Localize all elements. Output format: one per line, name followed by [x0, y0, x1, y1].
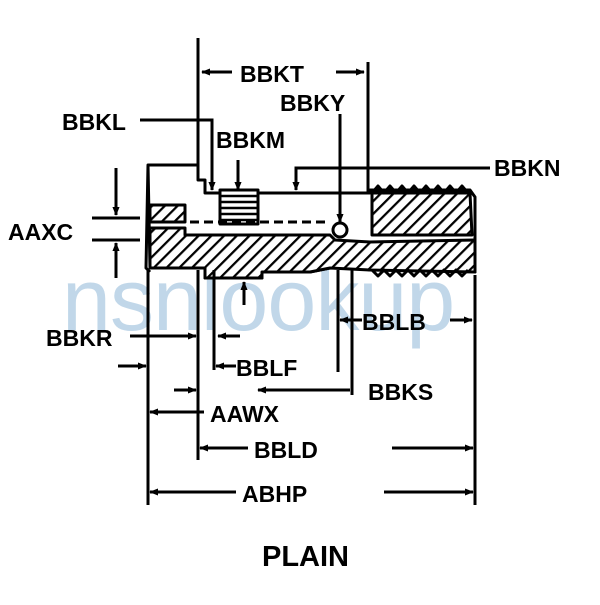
thread-teeth-bottom — [370, 268, 470, 278]
thread-zone — [370, 191, 474, 237]
fitting-body — [144, 163, 477, 280]
dimension-lines — [92, 38, 490, 505]
bbkn-leader — [292, 166, 490, 191]
label-bblb: BBLB — [362, 309, 426, 335]
label-aaxc: AAXC — [8, 219, 73, 245]
label-bbkr: BBKR — [46, 325, 113, 351]
label-bbkn: BBKN — [494, 155, 560, 181]
body-lower-hatched — [148, 226, 477, 280]
thread-teeth-top — [370, 184, 470, 195]
label-aawx: AAWX — [210, 401, 280, 427]
check-ball — [331, 221, 349, 239]
label-bbld: BBLD — [254, 437, 318, 463]
label-bblf: BBLF — [236, 355, 297, 381]
label-bbkl: BBKL — [62, 109, 126, 135]
label-abhp: ABHP — [242, 481, 307, 507]
label-bbks: BBKS — [368, 379, 433, 405]
label-bbkm: BBKM — [216, 127, 285, 153]
head-hatch — [148, 203, 187, 224]
bleed-screw-threads — [220, 194, 258, 222]
label-bbky: BBKY — [280, 90, 345, 116]
label-bbkt: BBKT — [240, 61, 304, 87]
dimension-labels: BBKT BBKY BBKL BBKM BBKN AAXC BBKR BBLB … — [8, 61, 560, 573]
caption-plain: PLAIN — [262, 541, 349, 573]
bbkl-leader — [140, 118, 216, 191]
